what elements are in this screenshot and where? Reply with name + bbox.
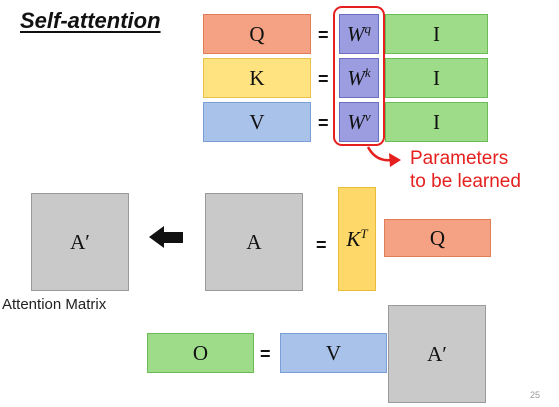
a-prime-label: A′ [70,229,90,254]
value-box: V [203,102,311,142]
attention-matrix: A [205,193,303,291]
query-box-attention: Q [384,219,491,257]
attention-matrix-normalized: A′ [31,193,129,291]
key-label: K [249,65,265,90]
equals-sign-attention: = [316,235,327,255]
value-label: V [249,109,265,134]
attention-matrix-caption: Attention Matrix [2,296,107,313]
weight-k-label: Wk [347,65,371,90]
equals-sign-v: = [318,113,329,133]
weight-q-box: Wq [339,14,379,54]
value-label-output: V [325,340,342,365]
parameters-annotation-line2: to be learned [410,171,521,192]
weight-v-label: Wv [347,109,371,134]
output-label: O [192,340,209,365]
weight-v-box: Wv [339,102,379,142]
key-transpose-box: KT [338,187,376,291]
weight-q-label: Wq [347,21,371,46]
output-box: O [147,333,254,373]
query-label-attention: Q [429,225,446,250]
parameters-annotation-line1: Parameters [410,148,509,169]
equals-sign-k: = [318,69,329,89]
attention-matrix-output: A′ [388,305,486,403]
equals-sign-output: = [260,344,271,364]
page-number: 25 [530,390,541,400]
a-label: A [246,229,262,254]
parameters-highlight [333,6,385,146]
equals-sign-q: = [318,25,329,45]
slide-title: Self-attention [20,8,161,33]
value-box-output: V [280,333,387,373]
input-label-k: I [433,65,440,90]
query-box: Q [203,14,311,54]
input-label-v: I [433,109,440,134]
key-transpose-label: KT [346,226,368,251]
input-box-k: I [385,58,488,98]
input-label-q: I [433,21,440,46]
key-box: K [203,58,311,98]
query-label: Q [249,21,265,46]
input-box-v: I [385,102,488,142]
a-prime-label-output: A′ [427,341,447,366]
weight-k-box: Wk [339,58,379,98]
parameters-annotation: Parameters to be learned [410,147,521,193]
input-box-q: I [385,14,488,54]
